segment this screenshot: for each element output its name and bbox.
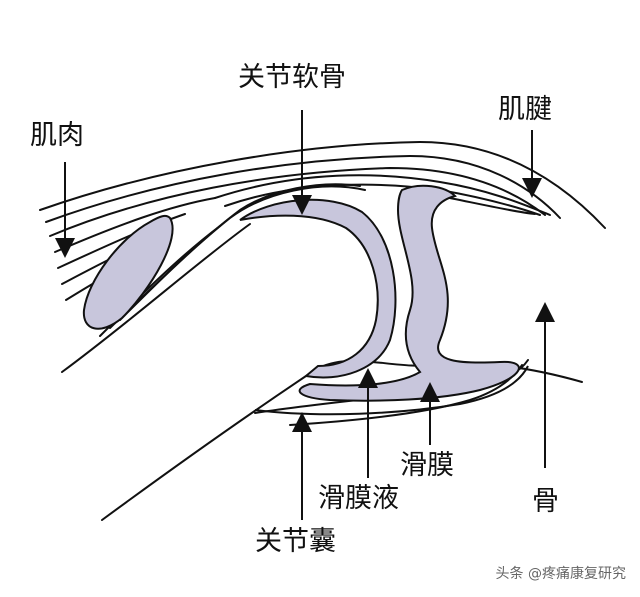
label-tendon: 肌腱 xyxy=(498,94,552,125)
articular-cartilage xyxy=(239,198,397,379)
label-synovium: 滑膜 xyxy=(400,450,454,481)
label-synovial-fluid: 滑膜液 xyxy=(318,483,399,514)
watermark: 头条 @疼痛康复研究 xyxy=(495,566,626,582)
label-joint-capsule: 关节囊 xyxy=(255,526,336,557)
label-articular-cartilage: 关节软骨 xyxy=(238,62,346,93)
upper-bone-contours xyxy=(61,183,366,373)
muscle-belly xyxy=(82,214,174,330)
label-bone: 骨 xyxy=(532,486,559,517)
label-muscle: 肌肉 xyxy=(30,120,84,151)
synovium-fold xyxy=(298,184,520,402)
